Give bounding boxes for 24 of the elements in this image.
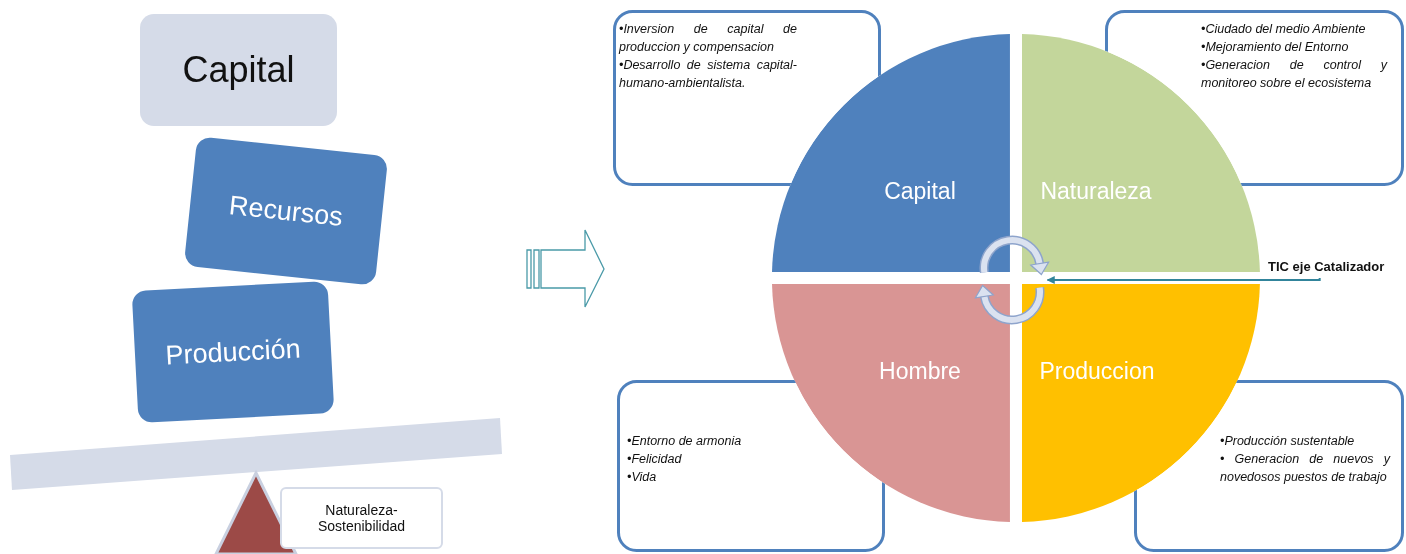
capital-block: Capital xyxy=(140,14,337,126)
bullet-item: •Inversion de capital de produccion y compensacion xyxy=(619,21,797,56)
axis-label: TIC eje Catalizador xyxy=(1268,259,1385,274)
text-card xyxy=(613,10,881,186)
bullet-item: •Felicidad xyxy=(627,451,683,468)
quadrant-label: Produccion xyxy=(1039,357,1155,385)
quadrant-label: Hombre xyxy=(879,357,961,385)
bullet-item: •Generacion de control y monitoreo sobre el ecosistema xyxy=(1201,57,1387,92)
bullet-item: •Vida xyxy=(627,469,658,486)
production-block: Producción xyxy=(131,280,335,424)
bullet-item: •Desarrollo de sistema capital-humano-ambientalista. xyxy=(619,57,797,92)
quadrant-label: Capital xyxy=(884,177,956,205)
bullet-item: • Generacion de nuevos y novedosos puestos de trabajo xyxy=(1220,451,1390,486)
cycle-arrows-icon xyxy=(974,235,1050,325)
bullet-item: •Mejoramiento del Entorno xyxy=(1201,39,1350,56)
bullet-item: •Producción sustentable xyxy=(1220,433,1356,450)
resource-block: Recursos xyxy=(183,136,389,286)
quadrant-label: Naturaleza xyxy=(1040,177,1152,205)
bullet-item: •Entorno de armonia xyxy=(627,433,743,450)
label-box: Naturaleza- Sostenibilidad xyxy=(280,487,443,549)
connector-arrow xyxy=(1046,276,1321,284)
text-card xyxy=(1134,380,1404,552)
text-card xyxy=(617,380,885,552)
bullet-item: •Ciudado del medio Ambiente xyxy=(1201,21,1367,38)
